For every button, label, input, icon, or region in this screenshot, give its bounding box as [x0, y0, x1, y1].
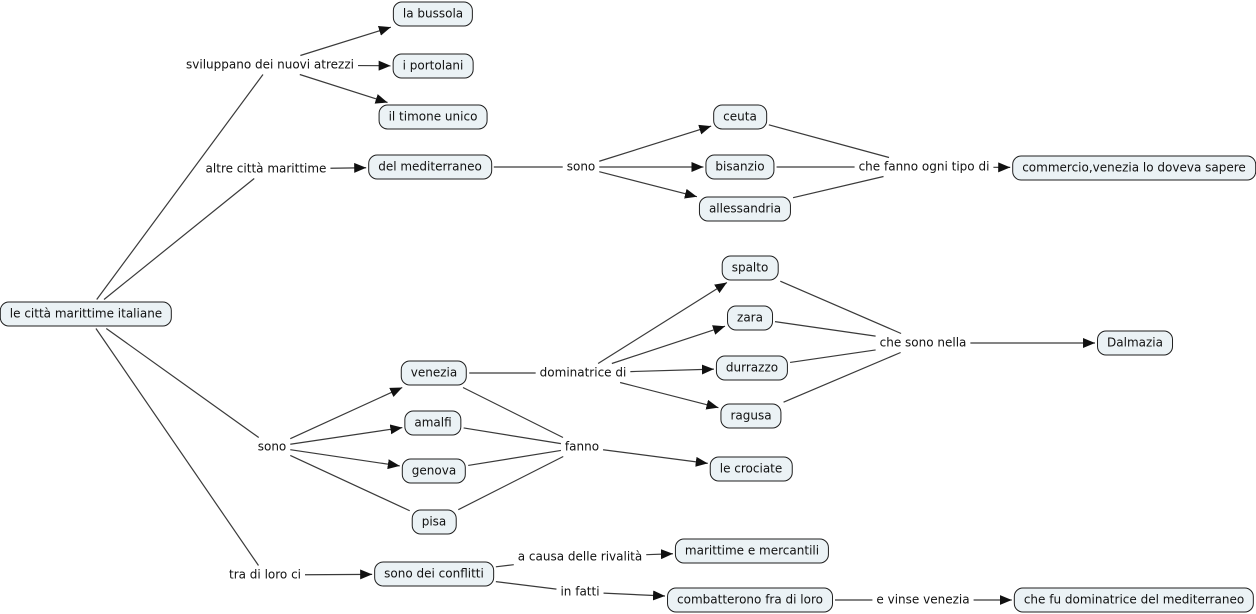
link-label-che-fanno[interactable]: che fanno ogni tipo di: [856, 159, 992, 175]
edge-sviluppano-to-bussola: [300, 25, 392, 57]
concept-node-conflitti[interactable]: sono dei conflitti: [374, 561, 494, 587]
concept-node-zara[interactable]: zara: [727, 305, 773, 331]
concept-node-bussola[interactable]: la bussola: [392, 1, 474, 27]
concept-node-crociate[interactable]: le crociate: [709, 456, 793, 482]
concept-node-mediterraneo[interactable]: del mediterraneo: [368, 154, 492, 180]
edge-ceuta-to-che-fanno: [768, 124, 890, 159]
edge-allessandria-to-che-fanno: [792, 175, 884, 199]
edge-conflitti-to-a-causa: [495, 564, 514, 568]
edge-dominatrice-di-to-zara: [611, 325, 726, 365]
edge-venezia-to-fanno: [462, 386, 564, 439]
concept-node-root[interactable]: le città marittime italiane: [0, 301, 173, 327]
edge-root-to-tra-loro: [95, 328, 259, 566]
edge-sono-mid-to-amalfi: [290, 424, 403, 445]
link-label-sviluppano[interactable]: sviluppano dei nuovi atrezzi: [184, 57, 356, 73]
edge-root-to-altre: [103, 178, 255, 300]
concept-node-pisa[interactable]: pisa: [411, 509, 457, 535]
link-label-e-vinse[interactable]: e vinse venezia: [874, 592, 972, 608]
link-label-tra-loro[interactable]: tra di loro ci: [226, 567, 304, 583]
edge-genova-to-fanno: [468, 449, 562, 467]
concept-node-fu-dominatrice[interactable]: che fu dominatrice del mediterraneo: [1013, 587, 1255, 613]
link-label-che-sono-nella[interactable]: che sono nella: [877, 335, 969, 351]
concept-node-marittime[interactable]: marittime e mercantili: [674, 538, 830, 564]
edge-ragusa-to-che-sono-nella: [783, 351, 901, 403]
link-label-altre[interactable]: altre città marittime: [203, 161, 329, 177]
concept-node-spalto[interactable]: spalto: [721, 255, 779, 281]
link-label-dominatrice-di[interactable]: dominatrice di: [537, 365, 629, 381]
concept-node-combatterono[interactable]: combatterono fra di loro: [667, 587, 833, 613]
edge-sono-mid-to-genova: [290, 449, 400, 470]
concept-node-ragusa[interactable]: ragusa: [720, 403, 782, 429]
concept-node-venezia[interactable]: venezia: [400, 360, 468, 386]
edge-sono-mid-to-pisa: [290, 454, 410, 512]
edge-conflitti-to-in-fatti: [495, 581, 557, 590]
concept-node-durrazzo[interactable]: durrazzo: [715, 355, 789, 381]
concept-node-allessandria[interactable]: allessandria: [698, 196, 792, 222]
edge-sono-top-to-allessandria: [599, 171, 698, 199]
edge-dominatrice-di-to-durrazzo: [630, 364, 714, 375]
concept-node-bisanzio[interactable]: bisanzio: [705, 154, 775, 180]
edge-dominatrice-di-to-ragusa: [619, 381, 719, 410]
link-label-in-fatti[interactable]: in fatti: [558, 584, 602, 600]
edge-fanno-to-crociate: [602, 449, 708, 467]
edge-pisa-to-fanno: [458, 455, 564, 511]
edge-durrazzo-to-che-sono-nella: [789, 349, 876, 364]
link-label-sono-mid[interactable]: sono: [255, 439, 289, 455]
edge-spalto-to-che-sono-nella: [780, 280, 902, 335]
concept-node-ceuta[interactable]: ceuta: [713, 104, 767, 130]
edge-sono-top-to-ceuta: [599, 124, 712, 162]
concept-node-amalfi[interactable]: amalfi: [404, 410, 462, 436]
link-label-sono-top[interactable]: sono: [564, 159, 598, 175]
concept-node-dalmazia[interactable]: Dalmazia: [1097, 330, 1173, 356]
edge-in-fatti-to-combatterono: [603, 590, 666, 601]
edge-root-to-sviluppano: [96, 74, 264, 300]
edge-sviluppano-to-timone: [299, 73, 388, 104]
edge-sono-mid-to-venezia: [290, 386, 403, 440]
edge-amalfi-to-fanno: [463, 427, 562, 445]
edge-root-to-sono-mid: [105, 328, 260, 438]
concept-node-commercio[interactable]: commercio,venezia lo doveva sapere: [1012, 155, 1256, 181]
edge-zara-to-che-sono-nella: [774, 321, 876, 337]
concept-node-timone[interactable]: il timone unico: [378, 104, 488, 130]
link-label-fanno[interactable]: fanno: [562, 439, 602, 455]
edge-a-causa-to-marittime: [646, 549, 673, 560]
concept-node-portolani[interactable]: i portolani: [392, 53, 474, 79]
link-label-a-causa[interactable]: a causa delle rivalità: [515, 549, 645, 565]
concept-node-genova[interactable]: genova: [401, 458, 467, 484]
edge-dominatrice-di-to-spalto: [597, 281, 728, 365]
